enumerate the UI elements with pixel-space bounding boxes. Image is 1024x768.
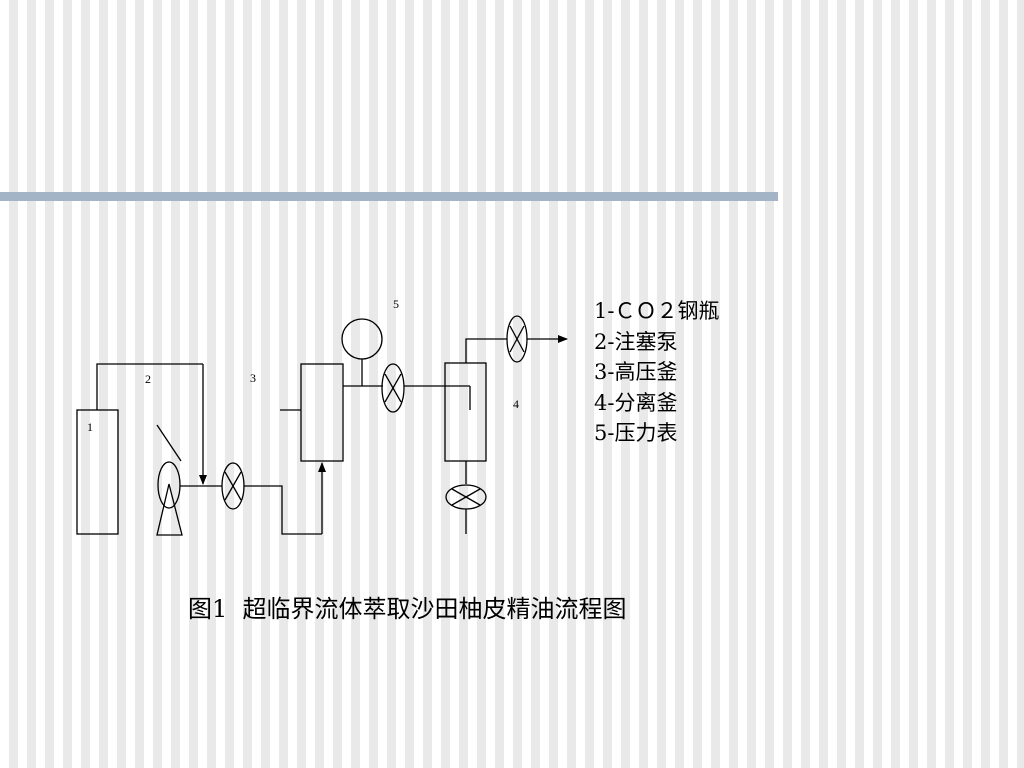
high-pressure-autoclave bbox=[280, 363, 344, 462]
legend-item-autoclave: 3-高压釜 bbox=[594, 360, 678, 384]
label-4: 4 bbox=[513, 397, 519, 411]
valve-drain bbox=[445, 484, 487, 534]
legend: 1-ＣＯ２钢瓶 2-注塞泵 3-高压釜 4-分离釜 5-压力表 bbox=[594, 296, 719, 449]
legend-item-separator: 4-分离釜 bbox=[594, 390, 678, 415]
co2-cylinder bbox=[76, 409, 119, 535]
label-3: 3 bbox=[250, 371, 256, 385]
outlet-pipe bbox=[465, 315, 568, 363]
header-rule-bar bbox=[0, 192, 778, 201]
pressure-gauge bbox=[341, 318, 383, 386]
label-2: 2 bbox=[145, 372, 151, 386]
valve-feed bbox=[203, 462, 326, 535]
valve-transfer bbox=[343, 363, 471, 413]
legend-item-pressure-gauge: 5-压力表 bbox=[594, 421, 678, 445]
legend-item-co2-cylinder: 1-ＣＯ２钢瓶 bbox=[594, 299, 720, 323]
legend-item-syringe-pump: 2-注塞泵 bbox=[594, 329, 678, 354]
label-1: 1 bbox=[87, 420, 93, 434]
label-5: 5 bbox=[393, 297, 399, 311]
separator-vessel bbox=[444, 362, 487, 484]
syringe-pump bbox=[156, 424, 203, 536]
supply-pipe bbox=[96, 363, 207, 485]
figure-caption: 图1 超临界流体萃取沙田柚皮精油流程图 bbox=[188, 595, 627, 623]
